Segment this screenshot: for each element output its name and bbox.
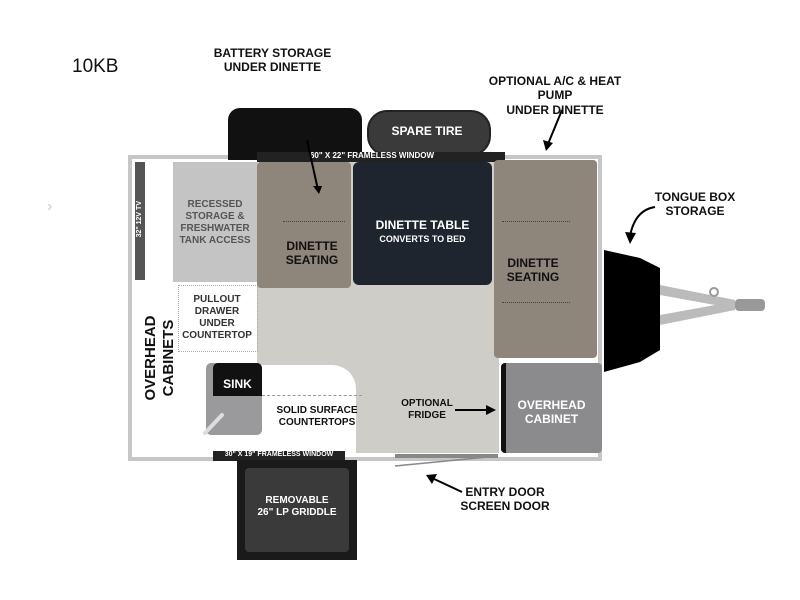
top-window-label: 60" X 22" FRAMELESS WINDOW bbox=[309, 151, 435, 160]
griddle-plate bbox=[245, 468, 349, 552]
tongue-box bbox=[604, 250, 660, 372]
jack-icon bbox=[709, 287, 719, 297]
prev-chevron-icon[interactable]: › bbox=[47, 198, 53, 215]
battery-arrow bbox=[306, 139, 319, 191]
hitch-a-frame bbox=[660, 285, 735, 325]
recessed-storage bbox=[173, 162, 257, 282]
faucet bbox=[203, 413, 224, 435]
dinette-table-sub: CONVERTS TO BED bbox=[379, 234, 466, 244]
tv bbox=[135, 162, 145, 280]
seat-divider bbox=[283, 221, 345, 222]
battery-storage bbox=[228, 108, 362, 160]
sink-basin bbox=[213, 363, 262, 396]
dinette-table-label: DINETTE TABLE bbox=[375, 218, 470, 232]
dinette-table bbox=[353, 162, 492, 285]
bottom-window bbox=[213, 451, 345, 461]
ac-arrow bbox=[547, 109, 563, 145]
door-arrow bbox=[431, 477, 463, 493]
seat-divider bbox=[502, 302, 570, 303]
bottom-window-label: 30" X 19" FRAMELESS WINDOW bbox=[224, 451, 334, 458]
sink-label: SINK bbox=[223, 377, 252, 391]
countertop-divider bbox=[262, 395, 362, 396]
dinette-seat-left bbox=[257, 162, 351, 288]
spare-tire bbox=[367, 110, 491, 156]
model-title: 10KB bbox=[72, 56, 119, 77]
overhead-cabinet bbox=[501, 363, 602, 453]
dinette-seat-right bbox=[494, 160, 597, 358]
entry-door[interactable] bbox=[395, 454, 498, 458]
top-window bbox=[257, 152, 505, 162]
seat-divider bbox=[502, 221, 570, 222]
hitch-coupler bbox=[735, 299, 765, 311]
tongue-arrow bbox=[629, 206, 656, 237]
door-swing bbox=[394, 455, 499, 467]
spare-tire-label: SPARE TIRE bbox=[391, 124, 463, 138]
pullout-drawer bbox=[178, 285, 258, 352]
